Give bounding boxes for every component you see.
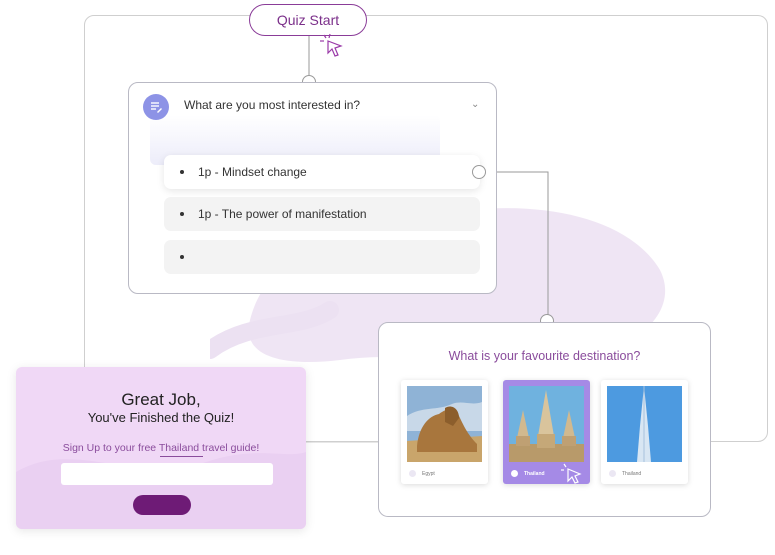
chevron-down-icon[interactable]: ⌄ [471,99,480,110]
submit-button[interactable] [133,495,191,515]
bullet-icon [180,170,184,174]
answer-option-1[interactable]: 1p - Mindset change [164,155,480,189]
option-caption-text: Thailand [524,470,545,477]
signup-text: Sign Up to your free Thailand travel gui… [62,442,260,454]
option-caption: Thailand [609,470,641,477]
sphinx-photo-icon [407,386,482,462]
radio-icon[interactable] [609,470,616,477]
bullet-icon [180,255,184,259]
quiz-start-label: Quiz Start [276,12,340,28]
question-list-icon [143,94,169,120]
signup-underline [160,456,203,457]
question-title: What are you most interested in? [184,98,361,112]
quiz-start-node[interactable]: Quiz Start [249,4,367,36]
temple-photo-icon [509,386,584,462]
destination-option-thailand-tower[interactable]: Thailand [601,380,688,484]
answer-option-3[interactable] [164,240,480,274]
connector-node-answer[interactable] [472,165,486,179]
cursor-click-icon [561,463,582,484]
radio-icon[interactable] [409,470,416,477]
option-caption: Thailand [511,470,545,477]
option-caption: Egypt [409,470,435,477]
tower-photo-icon [607,386,682,462]
destination-option-egypt[interactable]: Egypt [401,380,488,484]
cursor-click-icon [320,33,343,57]
radio-checked-icon[interactable] [511,470,518,477]
option-caption-text: Thailand [622,470,642,477]
destination-option-thailand-selected[interactable]: Thailand [503,380,590,484]
bullet-icon [180,212,184,216]
destination-title: What is your favourite destination? [448,349,641,363]
answer-label: 1p - The power of manifestation [198,207,367,221]
answer-label: 1p - Mindset change [198,165,307,179]
result-heading: Great Job, [121,390,201,409]
option-caption-text: Egypt [422,470,435,477]
answer-option-2[interactable]: 1p - The power of manifestation [164,197,480,231]
result-subheading: You've Finished the Quiz! [87,410,235,425]
email-field[interactable] [61,463,273,485]
